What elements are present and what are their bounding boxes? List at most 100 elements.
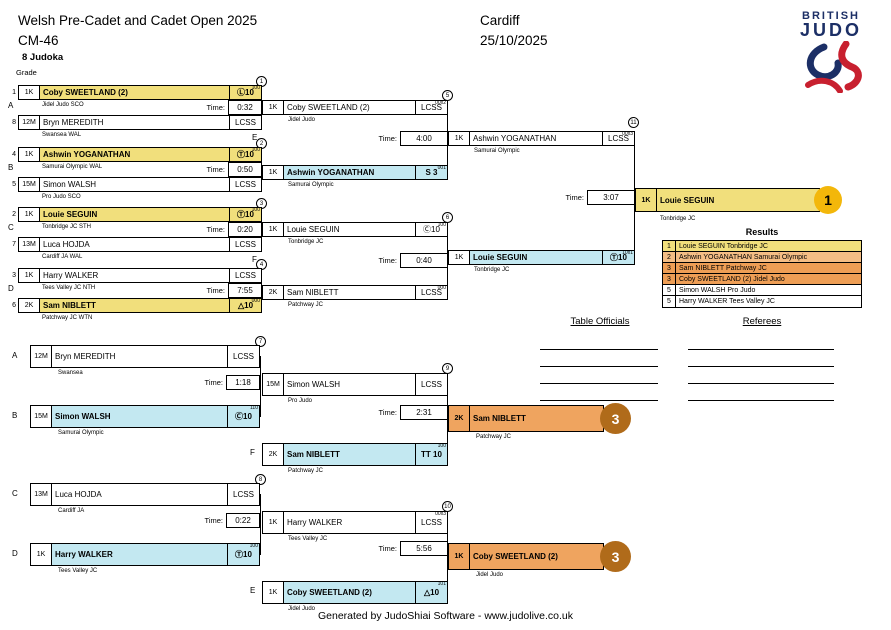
match-number-badge: 7 — [255, 336, 266, 347]
competitor-name: Coby SWEETLAND (2) — [284, 100, 416, 115]
competitor-name: Louie SEGUIN — [284, 222, 416, 237]
match-letter: B — [12, 411, 18, 420]
score-value: Ⓣ10 — [610, 253, 627, 262]
results-position: 2 — [663, 252, 676, 262]
grade-cell: 2K — [18, 298, 40, 313]
score-value: Ⓒ10 — [423, 225, 440, 234]
champion-name: Louie SEGUIN — [657, 188, 820, 212]
grade-cell: 1K — [18, 85, 40, 100]
time-label: Time: — [378, 134, 397, 143]
grade-cell: 1K — [18, 268, 40, 283]
results-name: Sam NIBLETT Patchway JC — [679, 264, 767, 272]
results-name: Harry WALKER Tees Valley JC — [679, 298, 775, 305]
time-value: 7:55 — [228, 283, 262, 298]
time-label: Time: — [204, 516, 223, 525]
club-label: Jidel Judo — [288, 117, 316, 123]
match-letter: F — [252, 255, 257, 264]
match-letter: E — [252, 133, 258, 142]
grade-cell: 1K — [448, 543, 470, 570]
competitor-name: Ashwin YOGANATHAN — [284, 165, 416, 180]
grade-cell: 1K — [18, 147, 40, 162]
score-detail: 100 — [251, 207, 260, 213]
british-judo-logo: BRITISH JUDO — [786, 10, 876, 98]
club-label: Tees Valley JC — [288, 536, 328, 542]
score-detail: 00x3 — [435, 511, 446, 517]
match-number-badge: 8 — [255, 474, 266, 485]
grade-cell: 1K — [448, 131, 470, 146]
score-cell: LCSS — [228, 345, 260, 368]
tournament-title: Welsh Pre-Cadet and Cadet Open 2025 — [18, 13, 258, 28]
seed-number: 6 — [12, 302, 16, 309]
match-time: Time:3:07 — [500, 190, 635, 205]
score-value: LCSS — [235, 118, 256, 127]
bracket-connector — [447, 522, 448, 593]
match-time: Time:0:40 — [310, 253, 448, 268]
grade-cell: 12M — [30, 345, 52, 368]
grade-cell: 1K — [262, 581, 284, 604]
competitor-name: Bryn MEREDITH — [52, 345, 228, 368]
time-label: Time: — [206, 286, 225, 295]
grade-cell: 1K — [635, 188, 657, 212]
competitor-name: Sam NIBLETT — [40, 298, 230, 313]
judoka-count: 8 Judoka — [22, 52, 64, 63]
club-label: Jidel Judo — [288, 606, 316, 612]
seed-number: 4 — [12, 151, 16, 158]
score-detail: 000 — [437, 285, 446, 291]
score-value: LCSS — [233, 490, 254, 499]
competitor-name: Luca HOJDA — [40, 237, 230, 252]
grade-cell: 13M — [30, 483, 52, 506]
score-cell: LCSS — [228, 483, 260, 506]
bronze-medal-badge: 3 — [600, 403, 631, 434]
grade-cell: 1K — [448, 250, 470, 265]
results-position: 3 — [663, 274, 676, 284]
score-cell: 000△10 — [230, 298, 262, 313]
time-label: Time: — [378, 408, 397, 417]
score-cell: LCSS — [230, 237, 262, 252]
grade-cell: 13M — [18, 237, 40, 252]
competitor-name: Simon WALSH — [52, 405, 228, 428]
time-label: Time: — [204, 378, 223, 387]
competitor-name: Harry WALKER — [40, 268, 230, 283]
bronze-medal-badge: 3 — [600, 541, 631, 572]
score-cell: LCSS — [230, 268, 262, 283]
signature-line — [540, 400, 658, 401]
time-value: 4:00 — [400, 131, 448, 146]
match-time: Time:5:56 — [310, 541, 448, 556]
score-value: Ⓣ10 — [237, 150, 254, 159]
grade-cell: 2K — [262, 443, 284, 466]
club-label: Tonbridge JC — [474, 267, 510, 273]
club-label: Patchway JC WTN — [42, 315, 93, 321]
grade-cell: 2K — [262, 285, 284, 300]
score-value: Ⓣ10 — [235, 550, 252, 559]
gold-medal-badge: 1 — [814, 186, 842, 214]
score-value: Ⓛ10 — [237, 88, 254, 97]
score-detail: 100 — [251, 85, 260, 91]
time-label: Time: — [206, 225, 225, 234]
seed-number: 1 — [12, 89, 16, 96]
bracket-connector — [260, 494, 261, 555]
score-value: LCSS — [233, 352, 254, 361]
match-letter: D — [12, 549, 18, 558]
grade-cell: 1K — [262, 511, 284, 534]
competitor-name: Sam NIBLETT — [284, 443, 416, 466]
club-label: Samurai Olympic — [288, 182, 334, 188]
score-value: Ⓒ10 — [235, 412, 252, 421]
club-label: Samurai Olympic — [58, 430, 104, 436]
club-label: Tees Valley JC — [58, 568, 98, 574]
signature-line — [540, 349, 658, 350]
